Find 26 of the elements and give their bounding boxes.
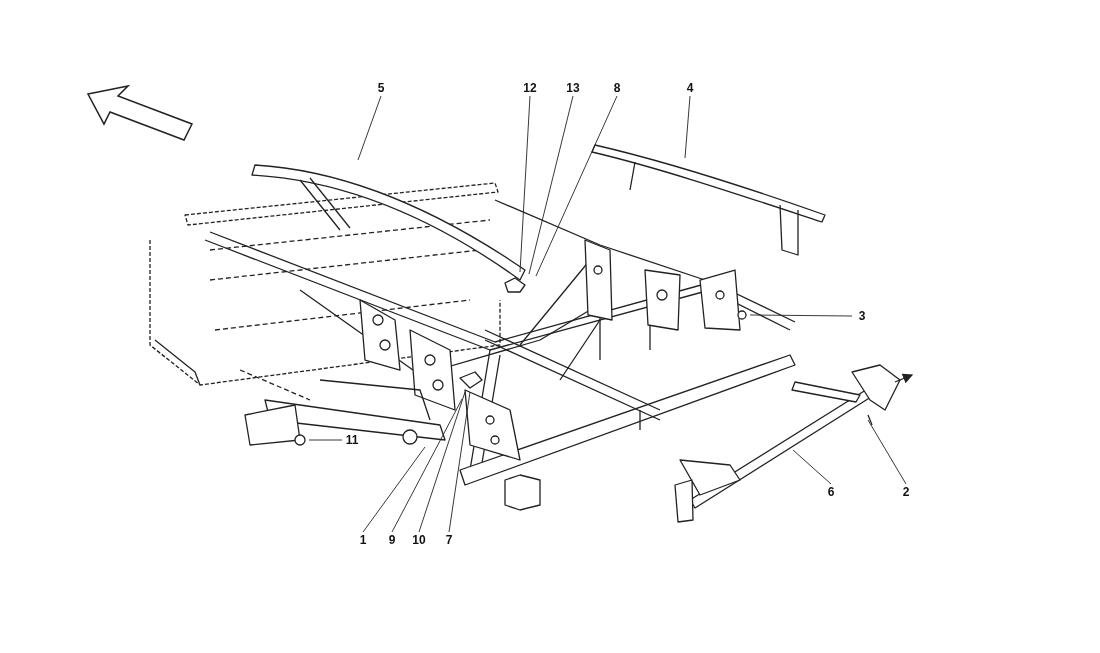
leader-line	[448, 391, 471, 533]
leader-line	[418, 391, 466, 533]
leader-line	[749, 314, 853, 317]
callout-number: 7	[445, 534, 453, 546]
leader-line	[528, 95, 574, 275]
leader-line	[535, 95, 618, 277]
leader-line	[391, 398, 463, 533]
callout-number: 4	[686, 82, 694, 94]
callout-number: 11	[345, 434, 359, 446]
callout-number: 3	[858, 310, 866, 322]
callout-number: 8	[613, 82, 621, 94]
callout-number: 12	[523, 82, 537, 94]
leader-line	[362, 446, 426, 533]
callout-number: 13	[566, 82, 580, 94]
callout-number: 6	[827, 486, 835, 498]
leader-line	[308, 439, 343, 441]
callout-number: 2	[902, 486, 910, 498]
leader-line	[519, 95, 531, 273]
leader-line	[684, 95, 691, 159]
callout-number: 10	[412, 534, 426, 546]
leader-line	[357, 95, 382, 161]
leader-line	[792, 449, 832, 485]
callout-number: 9	[388, 534, 396, 546]
callout-number: 5	[377, 82, 385, 94]
leader-line	[867, 419, 907, 485]
callout-number: 1	[359, 534, 367, 546]
